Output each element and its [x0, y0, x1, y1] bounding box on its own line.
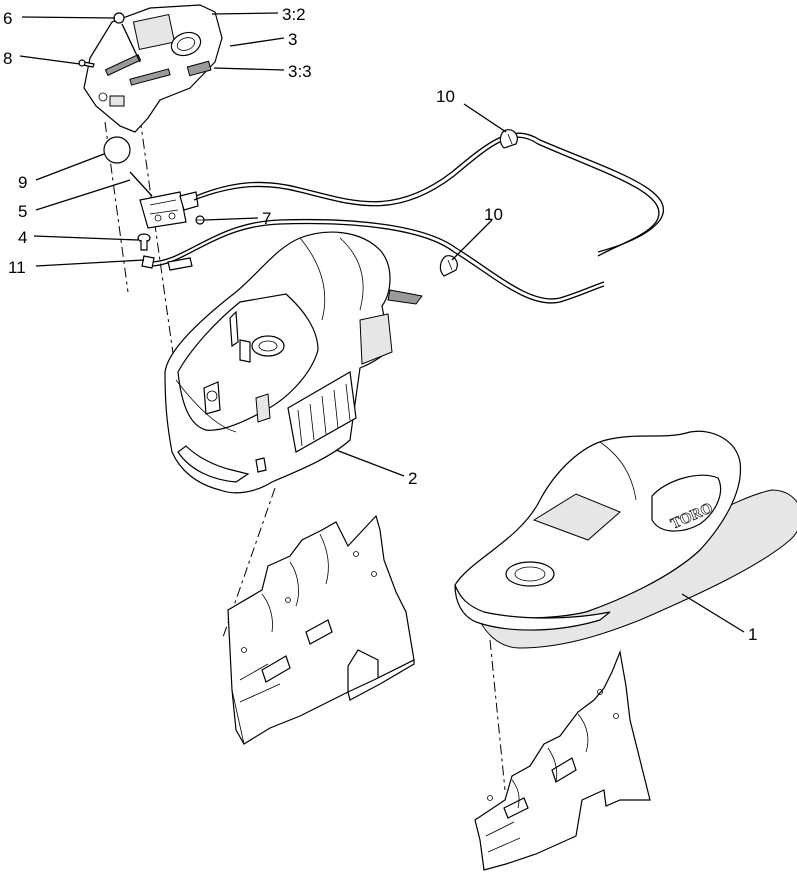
leader-10-upper [463, 103, 507, 133]
panel-decal-stripe [129, 68, 171, 86]
throttle-lever-assembly [129, 171, 199, 229]
fastener-part-4 [137, 233, 151, 251]
leader-10-lower [451, 219, 493, 261]
left-console-housing [164, 231, 423, 494]
callout-5: 5 [18, 202, 27, 221]
nut-part-7 [195, 215, 205, 225]
leader-2 [335, 449, 405, 477]
leader-9 [35, 153, 105, 181]
console-cupholder [251, 335, 285, 357]
control-panel [83, 4, 223, 133]
leader-4 [33, 235, 139, 241]
cables [141, 132, 664, 304]
leader-1 [681, 593, 745, 633]
left-mounting-bracket [227, 514, 415, 745]
right-console-housing: TORO [454, 430, 797, 649]
callout-3-3: 3:3 [288, 62, 312, 81]
leader-8 [19, 55, 81, 65]
callout-8: 8 [3, 49, 12, 68]
callout-2: 2 [408, 469, 417, 488]
leader-lines [19, 12, 745, 633]
callout-4: 4 [18, 228, 27, 247]
callout-11: 11 [8, 258, 26, 277]
throttle-slot [104, 54, 142, 76]
panel-small-window [109, 95, 125, 107]
leader-6 [21, 16, 116, 19]
leader-3 [229, 37, 285, 47]
callout-10-upper: 10 [436, 87, 455, 106]
callout-9: 9 [18, 173, 27, 192]
knob-part-6 [113, 12, 125, 24]
console-storage-pad [532, 493, 621, 541]
panel-ignition-hole [170, 31, 202, 57]
callout-labels: 6 8 3:2 3 3:3 9 5 4 11 7 10 10 2 1 [3, 5, 757, 644]
callout-3: 3 [288, 30, 297, 49]
leader-3-2 [211, 12, 279, 15]
leader-11 [35, 259, 145, 267]
callout-7: 7 [262, 209, 271, 228]
console-right-cupholder [505, 561, 555, 587]
cable-clip-upper [499, 129, 518, 149]
knob-part-9 [103, 136, 131, 164]
callout-6: 6 [3, 9, 12, 28]
screw-part-8 [78, 59, 95, 68]
logo-badge [651, 474, 722, 532]
cable-clip-lower [439, 255, 458, 277]
panel-indicator-decal [186, 60, 212, 77]
leader-5 [35, 179, 131, 211]
panel-display-window [132, 13, 176, 51]
leader-3-3 [213, 67, 285, 71]
right-mounting-bracket [474, 649, 651, 871]
callout-1: 1 [748, 625, 757, 644]
leader-7 [203, 217, 259, 221]
callout-3-2: 3:2 [282, 5, 306, 24]
callout-10-lower: 10 [484, 205, 503, 224]
